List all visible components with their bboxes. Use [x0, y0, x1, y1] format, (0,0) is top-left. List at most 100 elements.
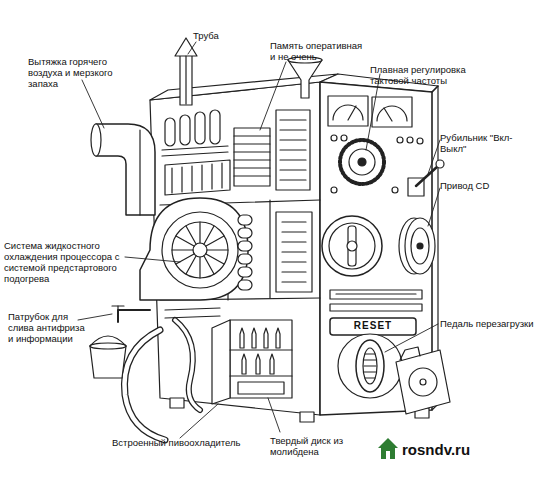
- watermark: rosndv.ru: [402, 441, 522, 459]
- beer-cooler-part: [252, 328, 256, 348]
- beer-cooler-part: [238, 382, 284, 394]
- part-label: Встроенный пивоохладитель: [112, 437, 252, 448]
- front-gauges-part: [407, 137, 413, 143]
- chimney-part: [185, 56, 186, 104]
- leader-lines: [78, 42, 440, 438]
- radiator-coils-part: [238, 267, 252, 277]
- cd-drive-part: [329, 223, 375, 269]
- drain-faucet-part: [118, 310, 150, 322]
- clock-dial-part: [358, 158, 366, 166]
- clock-dial-part: [340, 140, 384, 184]
- cd-drive-part: [347, 241, 357, 251]
- power-switch-part: [416, 166, 438, 186]
- beer-cooler-part: [240, 328, 244, 348]
- ram-block-part: [234, 151, 270, 152]
- clock-dial-part: [340, 140, 384, 184]
- exhaust-pipe-part: [91, 124, 101, 156]
- molybdenum-disk-part: [400, 347, 420, 360]
- ram-block-part: [234, 167, 270, 168]
- part-label: Память оперативная и не очень: [270, 40, 365, 62]
- power-switch-part: [436, 160, 444, 168]
- ram-block-part: [234, 128, 270, 186]
- vacuum-tubes-part: [165, 160, 230, 195]
- vacuum-tubes-part: [171, 168, 172, 193]
- reset-pedal-part: [363, 348, 377, 384]
- reset-plate: [330, 318, 416, 335]
- bucket-part: [90, 343, 126, 349]
- disk-slot-part: [330, 290, 422, 299]
- leader-lines-part: [268, 398, 280, 432]
- part-label: Твердый диск из молибдена: [270, 435, 360, 457]
- funnel-part: [288, 60, 322, 98]
- reset-plate-part: [330, 318, 416, 335]
- radiator-coils-part: [282, 281, 306, 282]
- vacuum-tubes-part: [201, 165, 202, 190]
- part-label: Патрубок для слива антифриза и информаци…: [8, 311, 88, 344]
- beer-cooler-part: [264, 328, 268, 348]
- funnel: [288, 57, 322, 98]
- cooling-fan-part: [199, 222, 200, 243]
- case-part: [432, 86, 438, 92]
- cooling-fan-part: [176, 236, 194, 246]
- cooling-fan-part: [162, 212, 238, 288]
- radiator-coils-part: [238, 241, 252, 251]
- molybdenum-disk-part: [396, 350, 450, 414]
- cooling-fan-part: [186, 226, 196, 244]
- radiator-coils-part: [238, 228, 252, 238]
- leader-lines-part: [125, 257, 180, 262]
- disk-slot-part: [336, 293, 416, 294]
- front-gauges-part: [331, 187, 337, 193]
- front-gauges-part: [333, 105, 363, 120]
- radiator-coils-part: [238, 254, 252, 264]
- beer-cooler-part: [256, 354, 260, 374]
- vacuum-tubes-part: [180, 115, 190, 145]
- radiator-coils-part: [238, 280, 252, 290]
- reset-pedal-part: [356, 340, 384, 392]
- vacuum-tubes-part: [211, 164, 212, 189]
- beer-cooler-part: [242, 354, 246, 374]
- cooling-fan-part: [206, 236, 224, 246]
- ram-block-part: [280, 119, 306, 120]
- reset-pedal-part: [365, 377, 375, 378]
- hoses-part: [124, 330, 165, 440]
- cooling-fan-part: [207, 249, 228, 250]
- ram-block-part: [234, 143, 270, 144]
- case-part: [150, 82, 320, 415]
- exhaust-pipe: [91, 124, 155, 215]
- ram-block-part: [280, 169, 306, 170]
- part-label: Привод CD: [440, 180, 530, 191]
- bucket-part: [90, 336, 126, 346]
- chimney-part: [180, 55, 192, 105]
- hoses-part: [165, 316, 220, 318]
- radiator-coils: [238, 212, 312, 292]
- cd-drive-part: [348, 226, 356, 266]
- beer-cooler-part: [230, 375, 292, 376]
- cd-drive-part: [411, 228, 429, 264]
- part-label: Система жидкостного охлаждения процессор…: [4, 240, 134, 284]
- watermark-house-part: [378, 438, 398, 448]
- cooling-fan-part: [172, 222, 228, 278]
- bucket: [90, 336, 126, 378]
- radiator-coils-part: [282, 261, 306, 262]
- hoses: [124, 308, 220, 440]
- ram-block-part: [280, 129, 306, 130]
- beer-cooler-part: [212, 320, 230, 404]
- ram-block-part: [234, 159, 270, 160]
- ram-block-part: [234, 135, 270, 136]
- hoses-part: [165, 308, 220, 310]
- disk-slot-part: [330, 304, 422, 311]
- vacuum-tubes-part: [162, 152, 228, 156]
- reset-pedal-part: [364, 359, 376, 360]
- reset-pedal-part: [364, 365, 376, 366]
- vacuum-tubes-part: [221, 163, 222, 188]
- case-part: [269, 200, 270, 298]
- beer-cooler-part: [270, 354, 274, 374]
- hoses-part: [175, 320, 200, 410]
- vacuum-tubes-part: [195, 112, 205, 144]
- clock-dial: [340, 140, 384, 184]
- bucket-part: [90, 346, 126, 378]
- vacuum-tubes: [162, 110, 230, 195]
- cd-drive-part: [405, 218, 435, 274]
- ram-block-part: [280, 139, 306, 140]
- hoses-part: [124, 330, 165, 440]
